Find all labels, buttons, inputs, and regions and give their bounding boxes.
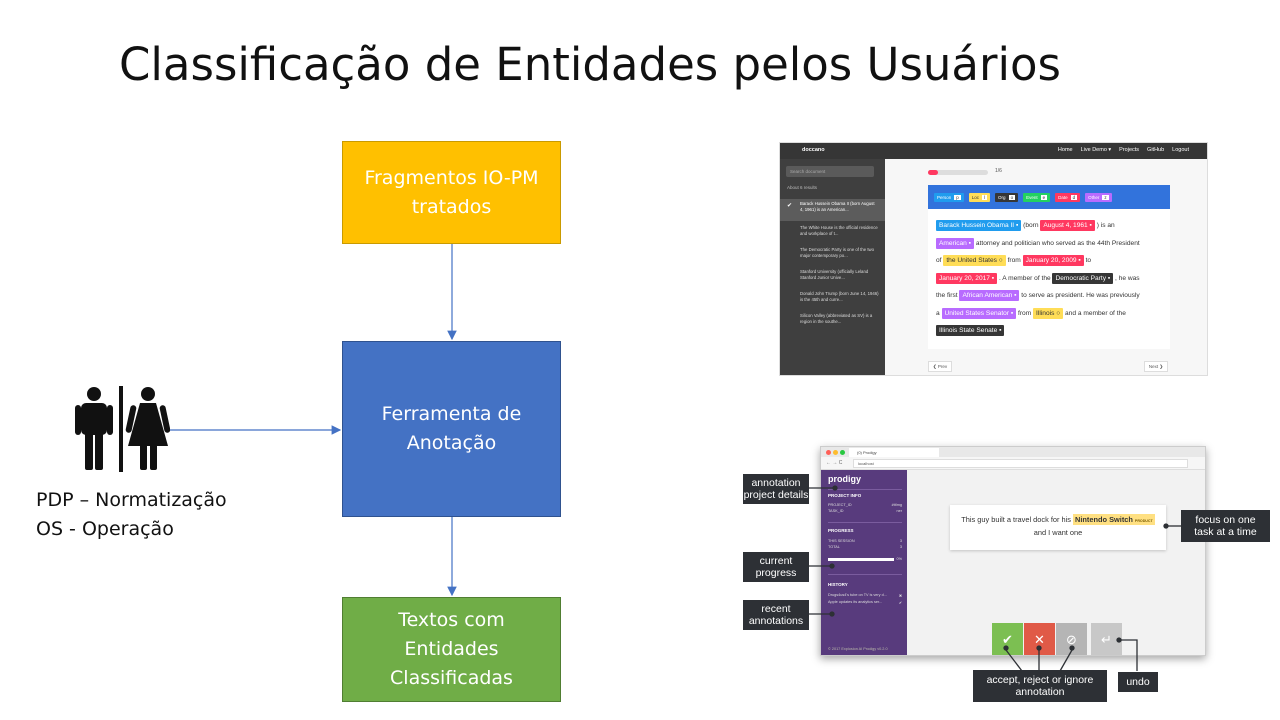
check-icon: ✔	[787, 203, 793, 209]
progress-heading: PROGRESS	[828, 528, 854, 533]
doccano-screenshot: doccano Home Live Demo ▾ Projects GitHub…	[779, 142, 1208, 376]
browser-urlbar: ← → C localhost	[821, 457, 1205, 470]
project-row: PROJECT_ID#ttlmg	[828, 503, 902, 507]
history-heading: HISTORY	[828, 582, 848, 587]
entity-other[interactable]: United States Senator ▪	[941, 307, 1017, 319]
results-count: About 6 results	[787, 185, 818, 190]
nav-live-demo[interactable]: Live Demo ▾	[1080, 147, 1112, 153]
entity-loc[interactable]: Illinois ○	[1033, 307, 1064, 319]
actor-roles: PDP – Normatização OS - Operação	[36, 486, 227, 544]
annotated-text: Barack Hussein Obama II ▪ (born August 4…	[928, 209, 1170, 349]
slide-title: Classificação de Entidades pelos Usuário…	[119, 38, 1061, 91]
next-button[interactable]: Next ❯	[1144, 361, 1168, 372]
prodigy-screenshot: (0) Prodigy ← → C localhost prodigy PROJ…	[820, 446, 1206, 656]
minimize-window-icon[interactable]	[833, 450, 838, 455]
box-fragmentos: Fragmentos IO-PM tratados	[342, 141, 561, 244]
callout-recent-annotations: recent annotations	[743, 600, 809, 630]
nav-home[interactable]: Home	[1057, 147, 1073, 153]
document-item[interactable]: ✔Barack Hussein Obama II (born August 4,…	[780, 199, 885, 221]
entity-date[interactable]: January 20, 2009 ▪	[1022, 255, 1084, 266]
entity-date[interactable]: January 20, 2017 ▪	[936, 272, 998, 284]
prodigy-main: This guy built a travel dock for his Nin…	[907, 470, 1205, 655]
reject-button[interactable]: ✕	[1024, 623, 1055, 655]
history-item[interactable]: Apple updates its analytics ser...✔	[828, 600, 902, 605]
callout-project-details: annotation project details	[743, 474, 809, 504]
doccano-menu: Home Live Demo ▾ Projects GitHub Logout	[1058, 147, 1189, 153]
session-progress-bar	[828, 558, 894, 561]
progress-count: 1/6	[995, 168, 1002, 174]
maximize-window-icon[interactable]	[840, 450, 845, 455]
url-input[interactable]: localhost	[853, 459, 1188, 468]
document-search-input[interactable]: Search document	[786, 166, 874, 177]
doccano-sidebar: Search document About 6 results ✔Barack …	[780, 159, 885, 375]
callout-focus-task: focus on one task at a time	[1181, 510, 1270, 542]
undo-button[interactable]: ↵	[1091, 623, 1122, 655]
document-item[interactable]: Donald John Trump (born June 14, 1946) i…	[800, 291, 879, 302]
entity-org[interactable]: Democratic Party ▪	[1052, 272, 1114, 284]
entity-other[interactable]: African American ▪	[959, 290, 1020, 301]
role-os: OS - Operação	[36, 518, 174, 540]
prodigy-footer: © 2017 Explosion AI Prodigy v0.2.0	[828, 647, 888, 651]
entity-org[interactable]: Illinois State Senate ▪	[936, 325, 1005, 336]
document-item[interactable]: Silicon Valley (abbreviated as SV) is a …	[800, 313, 873, 324]
annotation-progress-bar	[928, 170, 988, 175]
restroom-people-icon	[75, 386, 170, 472]
browser-tab[interactable]: (0) Prodigy	[849, 448, 939, 457]
nav-github[interactable]: GitHub	[1147, 147, 1165, 153]
document-item[interactable]: Stanford University (officially Leland S…	[800, 269, 869, 280]
box-ferramenta: Ferramenta de Anotação	[342, 341, 561, 517]
close-window-icon[interactable]	[826, 450, 831, 455]
doccano-navbar: doccano Home Live Demo ▾ Projects GitHub…	[780, 143, 1207, 159]
accept-button[interactable]: ✔	[992, 623, 1023, 655]
progress-percent: 0%	[896, 557, 903, 561]
entity-date[interactable]: August 4, 1961 ▪	[1040, 220, 1095, 231]
entity-other[interactable]: American ▪	[936, 237, 975, 249]
prodigy-sidebar: prodigy PROJECT INFO PROJECT_ID#ttlmg TA…	[821, 470, 907, 655]
prodigy-logo: prodigy	[828, 474, 861, 484]
box-textos: Textos com Entidades Classificadas	[342, 597, 561, 702]
entity-person[interactable]: Barack Hussein Obama II ▪	[936, 220, 1022, 231]
document-item[interactable]: The Democratic Party is one of the two m…	[800, 247, 875, 258]
nav-arrows-icon[interactable]: ← → C	[826, 460, 843, 466]
nav-projects[interactable]: Projects	[1119, 147, 1140, 153]
callout-current-progress: current progress	[743, 552, 809, 582]
callout-undo: undo	[1118, 672, 1158, 692]
history-item[interactable]: Drugs4us4's tube on TV is very d...✖	[828, 593, 902, 598]
doccano-brand[interactable]: doccano	[802, 147, 825, 153]
ignore-button[interactable]: ⊘	[1056, 623, 1087, 655]
browser-titlebar: (0) Prodigy	[821, 447, 1205, 457]
prev-button[interactable]: ❮ Prev	[928, 361, 952, 372]
callout-accept-reject: accept, reject or ignore annotation	[973, 670, 1107, 702]
role-pdp: PDP – Normatização	[36, 489, 227, 511]
project-info-heading: PROJECT INFO	[828, 493, 862, 498]
annotation-task-card: This guy built a travel dock for his Nin…	[950, 505, 1166, 550]
nav-logout[interactable]: Logout	[1172, 147, 1189, 153]
document-item[interactable]: The White House is the official residenc…	[800, 225, 878, 236]
entity-loc[interactable]: the United States ○	[943, 255, 1006, 266]
